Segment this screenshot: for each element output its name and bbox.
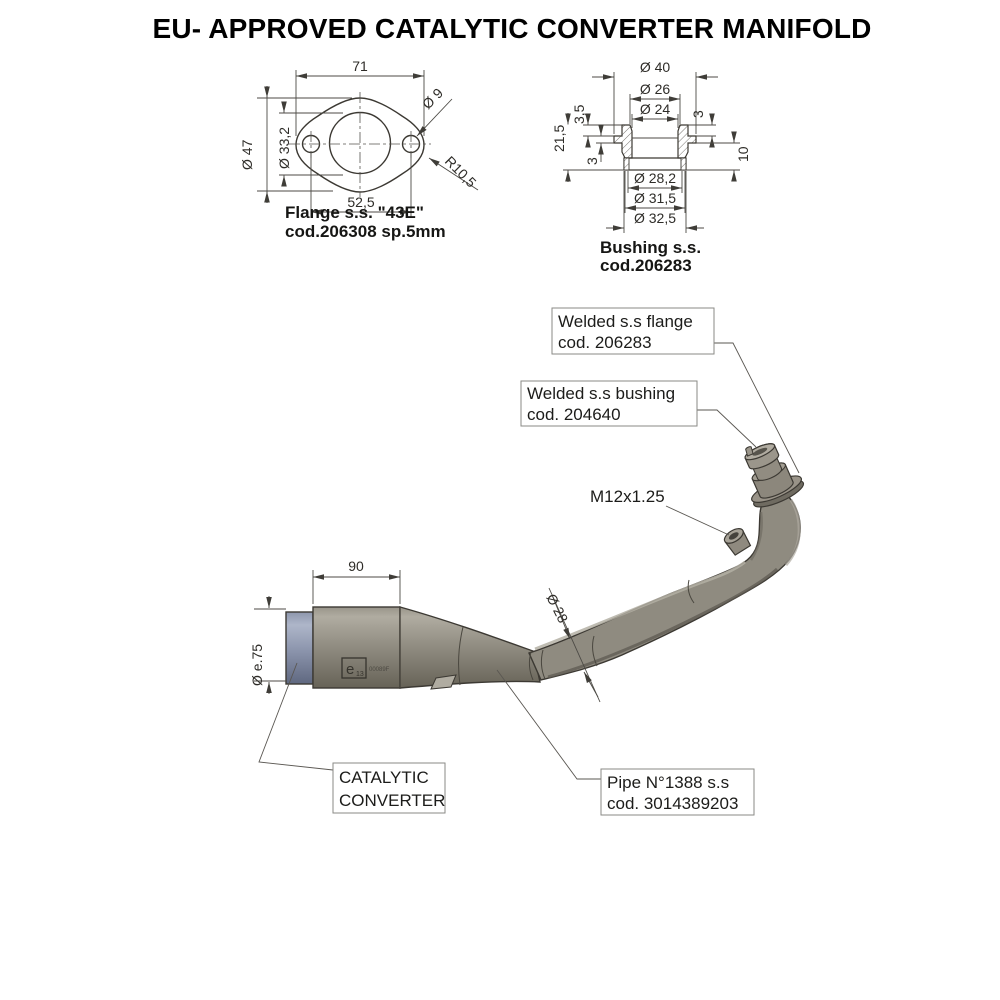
svg-text:Ø 33,2: Ø 33,2 — [276, 127, 292, 169]
dim-total-height-21-5: 21,5 — [551, 113, 624, 182]
leader-welded-flange — [714, 342, 800, 474]
dim-bore-24: Ø 24 — [631, 101, 679, 128]
svg-text:Ø 28,2: Ø 28,2 — [634, 170, 676, 186]
bushing-label-line2: cod.206283 — [600, 256, 692, 275]
callout-pipe-line1: Pipe N°1388 s.s — [607, 773, 729, 792]
dim-lower-height-10: 10 — [686, 131, 751, 182]
svg-text:3: 3 — [584, 157, 600, 165]
o2-sensor-bung — [723, 528, 752, 556]
converter-body — [312, 606, 401, 689]
assembly-view: e 13 00089F — [249, 307, 805, 816]
catalytic-converter-cap — [285, 611, 314, 685]
leader-pipe — [496, 669, 601, 780]
bushing-base-outline — [623, 157, 687, 171]
bushing-base-left — [623, 157, 630, 171]
flange-outline — [289, 92, 431, 197]
pipe-inner-shadow — [749, 511, 763, 561]
svg-text:Ø 40: Ø 40 — [640, 59, 671, 75]
callout-pipe: Pipe N°1388 s.s cod. 3014389203 — [600, 768, 755, 816]
inlet-fitting — [744, 443, 805, 508]
svg-text:71: 71 — [352, 58, 368, 74]
callout-welded-flange-line2: cod. 206283 — [558, 333, 652, 352]
svg-text:90: 90 — [348, 558, 364, 574]
bushing-base-right — [680, 157, 687, 171]
dim-bolt-hole-9: Ø 9 — [416, 85, 453, 137]
bushing-view: Ø 40 Ø 26 Ø 24 3,5 — [551, 59, 751, 275]
homologation-code: 00089F — [369, 667, 390, 673]
svg-text:Ø 9: Ø 9 — [419, 85, 446, 112]
bushing-section — [613, 124, 697, 171]
svg-text:3: 3 — [690, 110, 706, 118]
dim-center-hole-33-2: Ø 33,2 — [276, 101, 343, 187]
dim-base-od-32-5: Ø 32,5 — [606, 171, 704, 233]
callout-welded-bushing-line2: cod. 204640 — [527, 405, 621, 424]
svg-text:Ø 24: Ø 24 — [640, 101, 671, 117]
callout-welded-bushing: Welded s.s bushing cod. 204640 — [520, 380, 698, 427]
converter-cone — [399, 606, 541, 689]
bushing-wall-right — [677, 124, 697, 159]
svg-text:R10,5: R10,5 — [442, 153, 480, 191]
svg-text:3,5: 3,5 — [571, 104, 587, 124]
page-title: EU- APPROVED CATALYTIC CONVERTER MANIFOL… — [152, 13, 871, 44]
flange-view: 71 52,5 Ø 47 Ø 33,2 — [239, 58, 480, 241]
dim-cat-diameter-e75: Ø e.75 — [249, 596, 286, 694]
callout-pipe-line2: cod. 3014389203 — [607, 794, 738, 813]
dim-top-bore-26: Ø 26 — [629, 81, 681, 124]
dim-cat-length-90: 90 — [312, 558, 401, 604]
dim-tip-radius-10-5: R10,5 — [428, 153, 480, 191]
svg-text:Ø 47: Ø 47 — [239, 139, 255, 170]
homologation-e: e — [346, 661, 354, 678]
pipe-highlight — [534, 560, 746, 651]
callout-catalytic-converter: CATALYTIC CONVERTER — [332, 762, 446, 814]
callout-welded-bushing-line1: Welded s.s bushing — [527, 384, 675, 403]
dim-base-bore-28-2: Ø 28,2 — [627, 170, 683, 193]
svg-text:Ø 32,5: Ø 32,5 — [634, 210, 676, 226]
homologation-mark: e 13 00089F — [341, 657, 390, 679]
pipe-shadow — [547, 567, 779, 679]
bleed-nub — [745, 446, 754, 457]
pipe-bend-highlight — [784, 499, 801, 566]
dim-outer-height-47: Ø 47 — [239, 86, 352, 203]
svg-text:52,5: 52,5 — [347, 194, 374, 210]
leader-catalytic — [258, 662, 334, 771]
svg-text:Ø 31,5: Ø 31,5 — [634, 190, 676, 206]
bushing-wall-left — [613, 124, 633, 159]
bushing-dimensions: Ø 40 Ø 26 Ø 24 3,5 — [551, 59, 751, 233]
leader-welded-bushing — [697, 409, 757, 448]
homologation-e-sub: 13 — [356, 671, 364, 678]
svg-text:Ø 26: Ø 26 — [640, 81, 671, 97]
flange-dimensions: 71 52,5 Ø 47 Ø 33,2 — [239, 58, 480, 218]
dim-lip-left-3: 3 — [584, 124, 614, 165]
svg-text:Ø e.75: Ø e.75 — [249, 644, 265, 686]
dim-lip-right-3: 3 — [688, 110, 716, 148]
svg-text:10: 10 — [735, 146, 751, 162]
svg-text:Ø 28: Ø 28 — [543, 591, 571, 625]
callout-cat-line2: CONVERTER — [339, 791, 445, 810]
leader-thread — [665, 505, 730, 536]
bushing-label-line1: Bushing s.s. — [600, 238, 701, 257]
dim-flange-od-40: Ø 40 — [592, 59, 718, 134]
flange-label-line2: cod.206308 sp.5mm — [285, 222, 446, 241]
callout-cat-line1: CATALYTIC — [339, 768, 429, 787]
callout-welded-flange-line1: Welded s.s flange — [558, 312, 693, 331]
dim-width-71: 71 — [295, 58, 425, 136]
thread-label: M12x1.25 — [590, 487, 665, 506]
callout-welded-flange: Welded s.s flange cod. 206283 — [551, 307, 715, 355]
svg-text:21,5: 21,5 — [551, 125, 567, 152]
dim-bolt-spacing-52-5: 52,5 — [310, 152, 412, 218]
header-pipe — [528, 495, 801, 681]
flange-label-line1: Flange s.s. "43E" — [285, 203, 424, 222]
dim-base-mid-31-5: Ø 31,5 — [624, 171, 686, 213]
mounting-tab — [430, 674, 457, 690]
